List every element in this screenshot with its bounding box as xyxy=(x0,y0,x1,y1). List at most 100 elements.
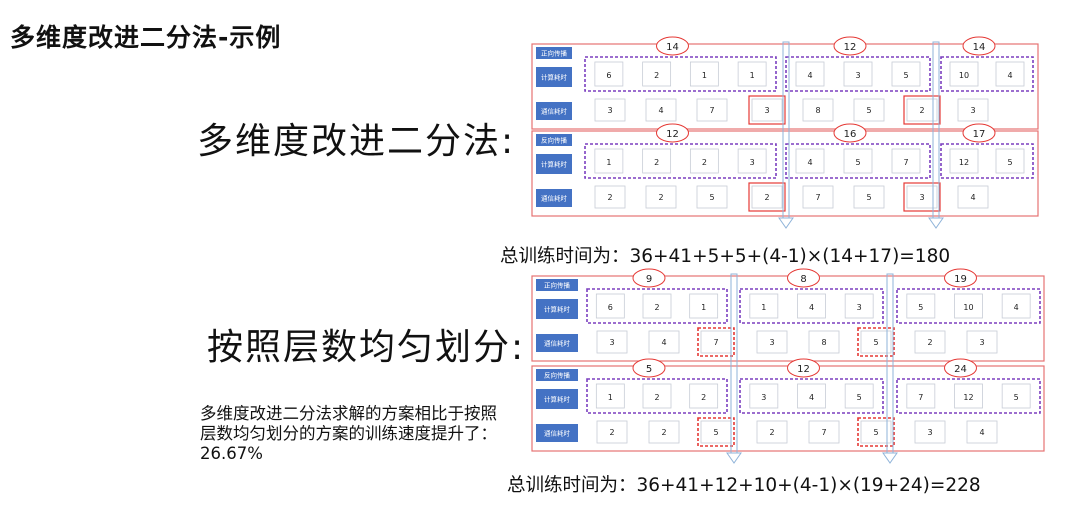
method1-panel1-comm-value: 3 xyxy=(970,106,975,115)
method2-panel2-group-total-oval xyxy=(944,358,977,378)
method2-panel2-comm-value: 5 xyxy=(873,428,878,437)
method2-panel2-compute-cell xyxy=(954,383,983,409)
method1-panel2-row-label-tag xyxy=(536,189,572,207)
method1-panel2-comm-cell xyxy=(906,185,938,209)
method2-panel1-compute-value: 10 xyxy=(963,303,973,312)
method1-panel1-compute-value: 3 xyxy=(855,71,860,80)
method2-panel1-comm-value: 5 xyxy=(873,338,878,347)
method2-panel2-row-label: 计算耗时 xyxy=(544,395,571,404)
method1-panel1-row-label: 计算耗时 xyxy=(541,73,568,82)
method1-panel1-comm-value: 8 xyxy=(815,106,820,115)
method2-panel1-row-label: 计算耗时 xyxy=(544,305,571,314)
method1-panel1-comm-value: 5 xyxy=(866,106,871,115)
method2-panel1-comm-value: 3 xyxy=(979,338,984,347)
method2-panel2-compute-value: 12 xyxy=(963,393,973,402)
method2-cut-arrow-head xyxy=(726,452,742,464)
method2-panel2-compute-group xyxy=(586,378,728,414)
method1-panel1-row-label-tag xyxy=(536,47,572,59)
method2-panel1-comm-value: 3 xyxy=(769,338,774,347)
method1-panel1-comm-cell xyxy=(802,98,834,122)
method2-panel1-comm-value: 7 xyxy=(713,338,718,347)
method2-panel2-compute-group xyxy=(739,378,884,414)
method1-panel1-compute-cell xyxy=(995,61,1025,87)
method2-panel1-row-label: 正向传播 xyxy=(544,281,571,290)
method1-panel1-compute-cell xyxy=(843,61,873,87)
method1-panel2-compute-cell xyxy=(594,148,624,174)
method2-panel2-comm-cell xyxy=(648,420,680,444)
method1-panel1-row-label-tag xyxy=(536,102,572,120)
method1-panel1-frame xyxy=(531,43,1039,130)
method1-panel2-compute-cell xyxy=(949,148,979,174)
method1-panel2-comm-cell xyxy=(751,185,783,209)
method1-panel2-compute-cell xyxy=(795,148,825,174)
method1-panel2-compute-cell xyxy=(843,148,873,174)
method2-panel1-compute-group xyxy=(586,288,728,324)
method1-panel1-row-label: 通信耗时 xyxy=(541,107,568,116)
method2-panel2-comm-value: 2 xyxy=(769,428,774,437)
method2-panel1-comm-value: 4 xyxy=(661,338,666,347)
method1-panel2-frame xyxy=(531,130,1039,217)
method1-panel1-compute-value: 5 xyxy=(903,71,908,80)
method2-panel2-compute-group xyxy=(896,378,1041,414)
method2-panel2-row-label: 反向传播 xyxy=(544,371,571,380)
method1-panel1-compute-cell xyxy=(737,61,767,87)
method1-panel1-comm-value: 2 xyxy=(919,106,924,115)
method2-panel1-compute-value: 1 xyxy=(761,303,766,312)
method2-panel1-compute-value: 5 xyxy=(918,303,923,312)
method2-panel1-comm-cell xyxy=(808,330,840,354)
method1-panel2-comm-cell xyxy=(594,185,626,209)
method2-panel2-group-total: 5 xyxy=(646,364,652,375)
method1-panel2-comm-value: 2 xyxy=(607,193,612,202)
method1-panel1-compute-value: 6 xyxy=(606,71,611,80)
method2-panel1-row-label-tag xyxy=(536,299,578,319)
method1-panel1-compute-cell xyxy=(795,61,825,87)
method1-panel2-comm-value: 5 xyxy=(866,193,871,202)
method1-panel2-compute-cell xyxy=(642,148,672,174)
method1-panel2-comm-cell xyxy=(957,185,989,209)
method1-panel1-compute-cell xyxy=(642,61,672,87)
method2-panel2-compute-cell xyxy=(797,383,826,409)
method1-panel2-compute-value: 3 xyxy=(750,158,755,167)
conclusion-text: 多维度改进二分法求解的方案相比于按照层数均匀划分的方案的训练速度提升了：26.6… xyxy=(200,404,497,463)
method2-panel2-comm-cell xyxy=(596,420,628,444)
method2-panel2-group-total-oval xyxy=(632,358,666,378)
method2-panel1-comm-cell xyxy=(914,330,946,354)
method2-panel1-compute-cell xyxy=(689,293,719,319)
method1-panel1-group-total-oval xyxy=(656,36,689,56)
slide-title: 多维度改进二分法-示例 xyxy=(10,23,282,52)
method1-panel2-comm-cell xyxy=(853,185,885,209)
method1-panel2-comm-value: 7 xyxy=(815,193,820,202)
method1-panel2-comm-cell xyxy=(696,185,728,209)
method1-panel1-compute-cell xyxy=(689,61,719,87)
method2-cut-arrow-shaft xyxy=(730,273,738,454)
method1-panel1-row-label-tag xyxy=(536,67,572,87)
method2-panel1-group-total-oval xyxy=(632,268,666,288)
method1-panel2-compute-value: 12 xyxy=(959,158,969,167)
method2-panel1-comm-cell xyxy=(648,330,680,354)
method2-panel1-compute-cell xyxy=(642,293,672,319)
method1-panel2-row-label-tag xyxy=(536,134,572,146)
method1-panel1-comm-value: 4 xyxy=(658,106,663,115)
method2-panel1-comm-cell xyxy=(966,330,998,354)
method2-panel2-compute-value: 1 xyxy=(608,393,613,402)
method2-panel1-row-label: 通信耗时 xyxy=(544,339,571,348)
method1-panel2-comm-cell xyxy=(802,185,834,209)
method2-panel2-compute-cell xyxy=(906,383,936,409)
method1-panel2-compute-cell xyxy=(689,148,719,174)
method1-panel2-cut-highlight xyxy=(903,182,941,212)
method2-panel2-comm-cell xyxy=(808,420,840,444)
method2-panel1-comm-value: 2 xyxy=(927,338,932,347)
method1-label: 多维度改进二分法: xyxy=(197,121,516,162)
method1-panel2-group-total: 12 xyxy=(666,129,679,140)
method2-panel1-group-total-oval xyxy=(944,268,977,288)
method2-panel2-comm-value: 2 xyxy=(661,428,666,437)
method1-panel1-compute-value: 4 xyxy=(807,71,812,80)
method1-panel2-compute-value: 4 xyxy=(807,158,812,167)
method2-panel1-compute-value: 2 xyxy=(654,303,659,312)
method2-panel2-comm-cell xyxy=(756,420,788,444)
method2-panel1-row-label-tag xyxy=(536,334,578,352)
method1-panel2-comm-value: 5 xyxy=(709,193,714,202)
method1-panel2-compute-value: 2 xyxy=(654,158,659,167)
method1-panel1-group-total: 12 xyxy=(844,42,857,53)
